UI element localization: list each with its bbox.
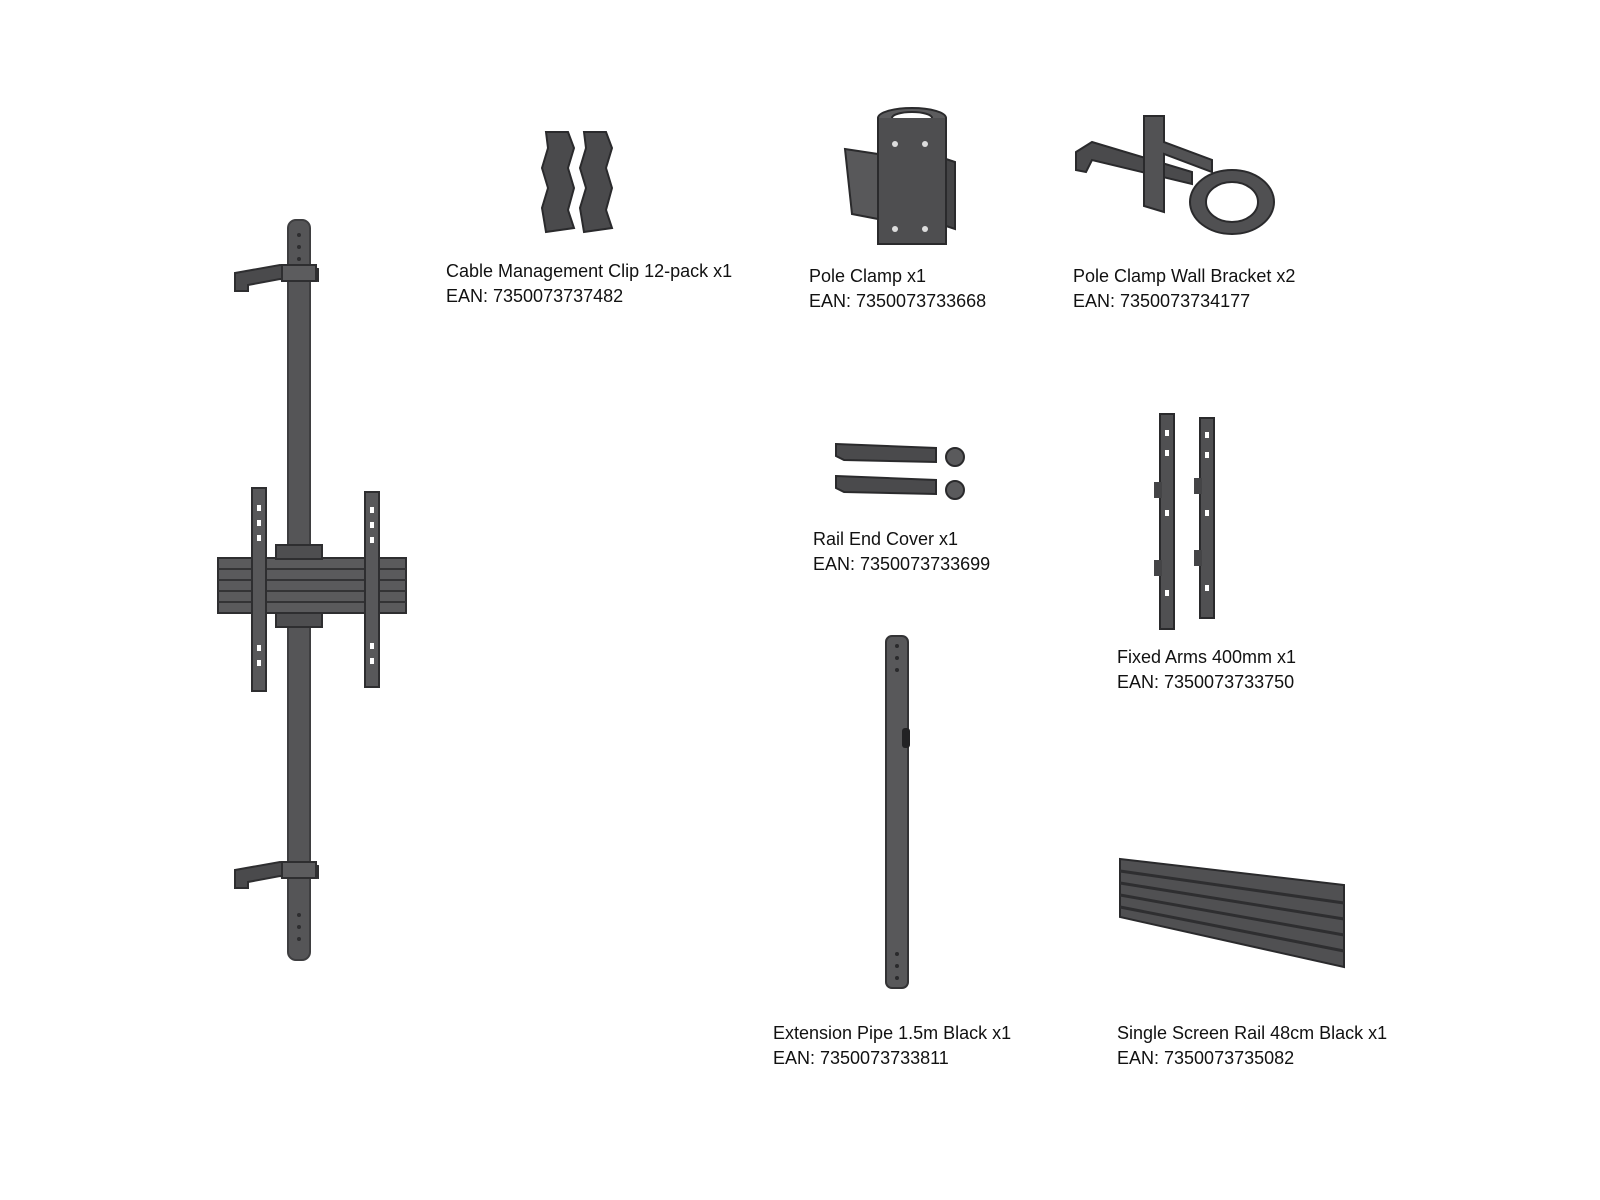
rail-end-cover-image	[835, 442, 965, 500]
rail-end-cover-label: Rail End Cover x1 EAN: 7350073733699	[813, 527, 990, 577]
item-ean: EAN: 7350073737482	[446, 286, 624, 306]
item-ean: EAN: 7350073733668	[809, 291, 987, 311]
fixed-arms-image	[1154, 413, 1215, 630]
item-ean: EAN: 7350073733699	[813, 554, 991, 574]
screen-rail-label: Single Screen Rail 48cm Black x1 EAN: 73…	[1117, 1021, 1387, 1071]
fixed-arms-label: Fixed Arms 400mm x1 EAN: 7350073733750	[1117, 645, 1296, 695]
screen-rail-image	[1119, 857, 1345, 969]
item-name: Rail End Cover x1	[813, 529, 959, 549]
item-name: Fixed Arms 400mm x1	[1117, 647, 1297, 667]
cable-clip-label: Cable Management Clip 12-pack x1 EAN: 73…	[446, 259, 732, 309]
extension-pipe-label: Extension Pipe 1.5m Black x1 EAN: 735007…	[773, 1021, 1011, 1071]
pole-clamp-label: Pole Clamp x1 EAN: 7350073733668	[809, 264, 986, 314]
item-ean: EAN: 7350073733750	[1117, 672, 1295, 692]
item-name: Extension Pipe 1.5m Black x1	[773, 1023, 1012, 1043]
item-ean: EAN: 7350073733811	[773, 1048, 949, 1068]
item-name: Pole Clamp Wall Bracket x2	[1073, 266, 1296, 286]
item-name: Cable Management Clip 12-pack x1	[446, 261, 733, 281]
assembled-mount-image	[217, 219, 407, 961]
item-ean: EAN: 7350073735082	[1117, 1048, 1295, 1068]
item-ean: EAN: 7350073734177	[1073, 291, 1251, 311]
cable-clip-image	[540, 131, 614, 234]
extension-pipe-image	[885, 635, 910, 989]
wall-bracket-image	[1075, 115, 1275, 235]
item-name: Single Screen Rail 48cm Black x1	[1117, 1023, 1388, 1043]
wall-bracket-label: Pole Clamp Wall Bracket x2 EAN: 73500737…	[1073, 264, 1295, 314]
item-name: Pole Clamp x1	[809, 266, 927, 286]
pole-clamp-image	[843, 107, 956, 245]
